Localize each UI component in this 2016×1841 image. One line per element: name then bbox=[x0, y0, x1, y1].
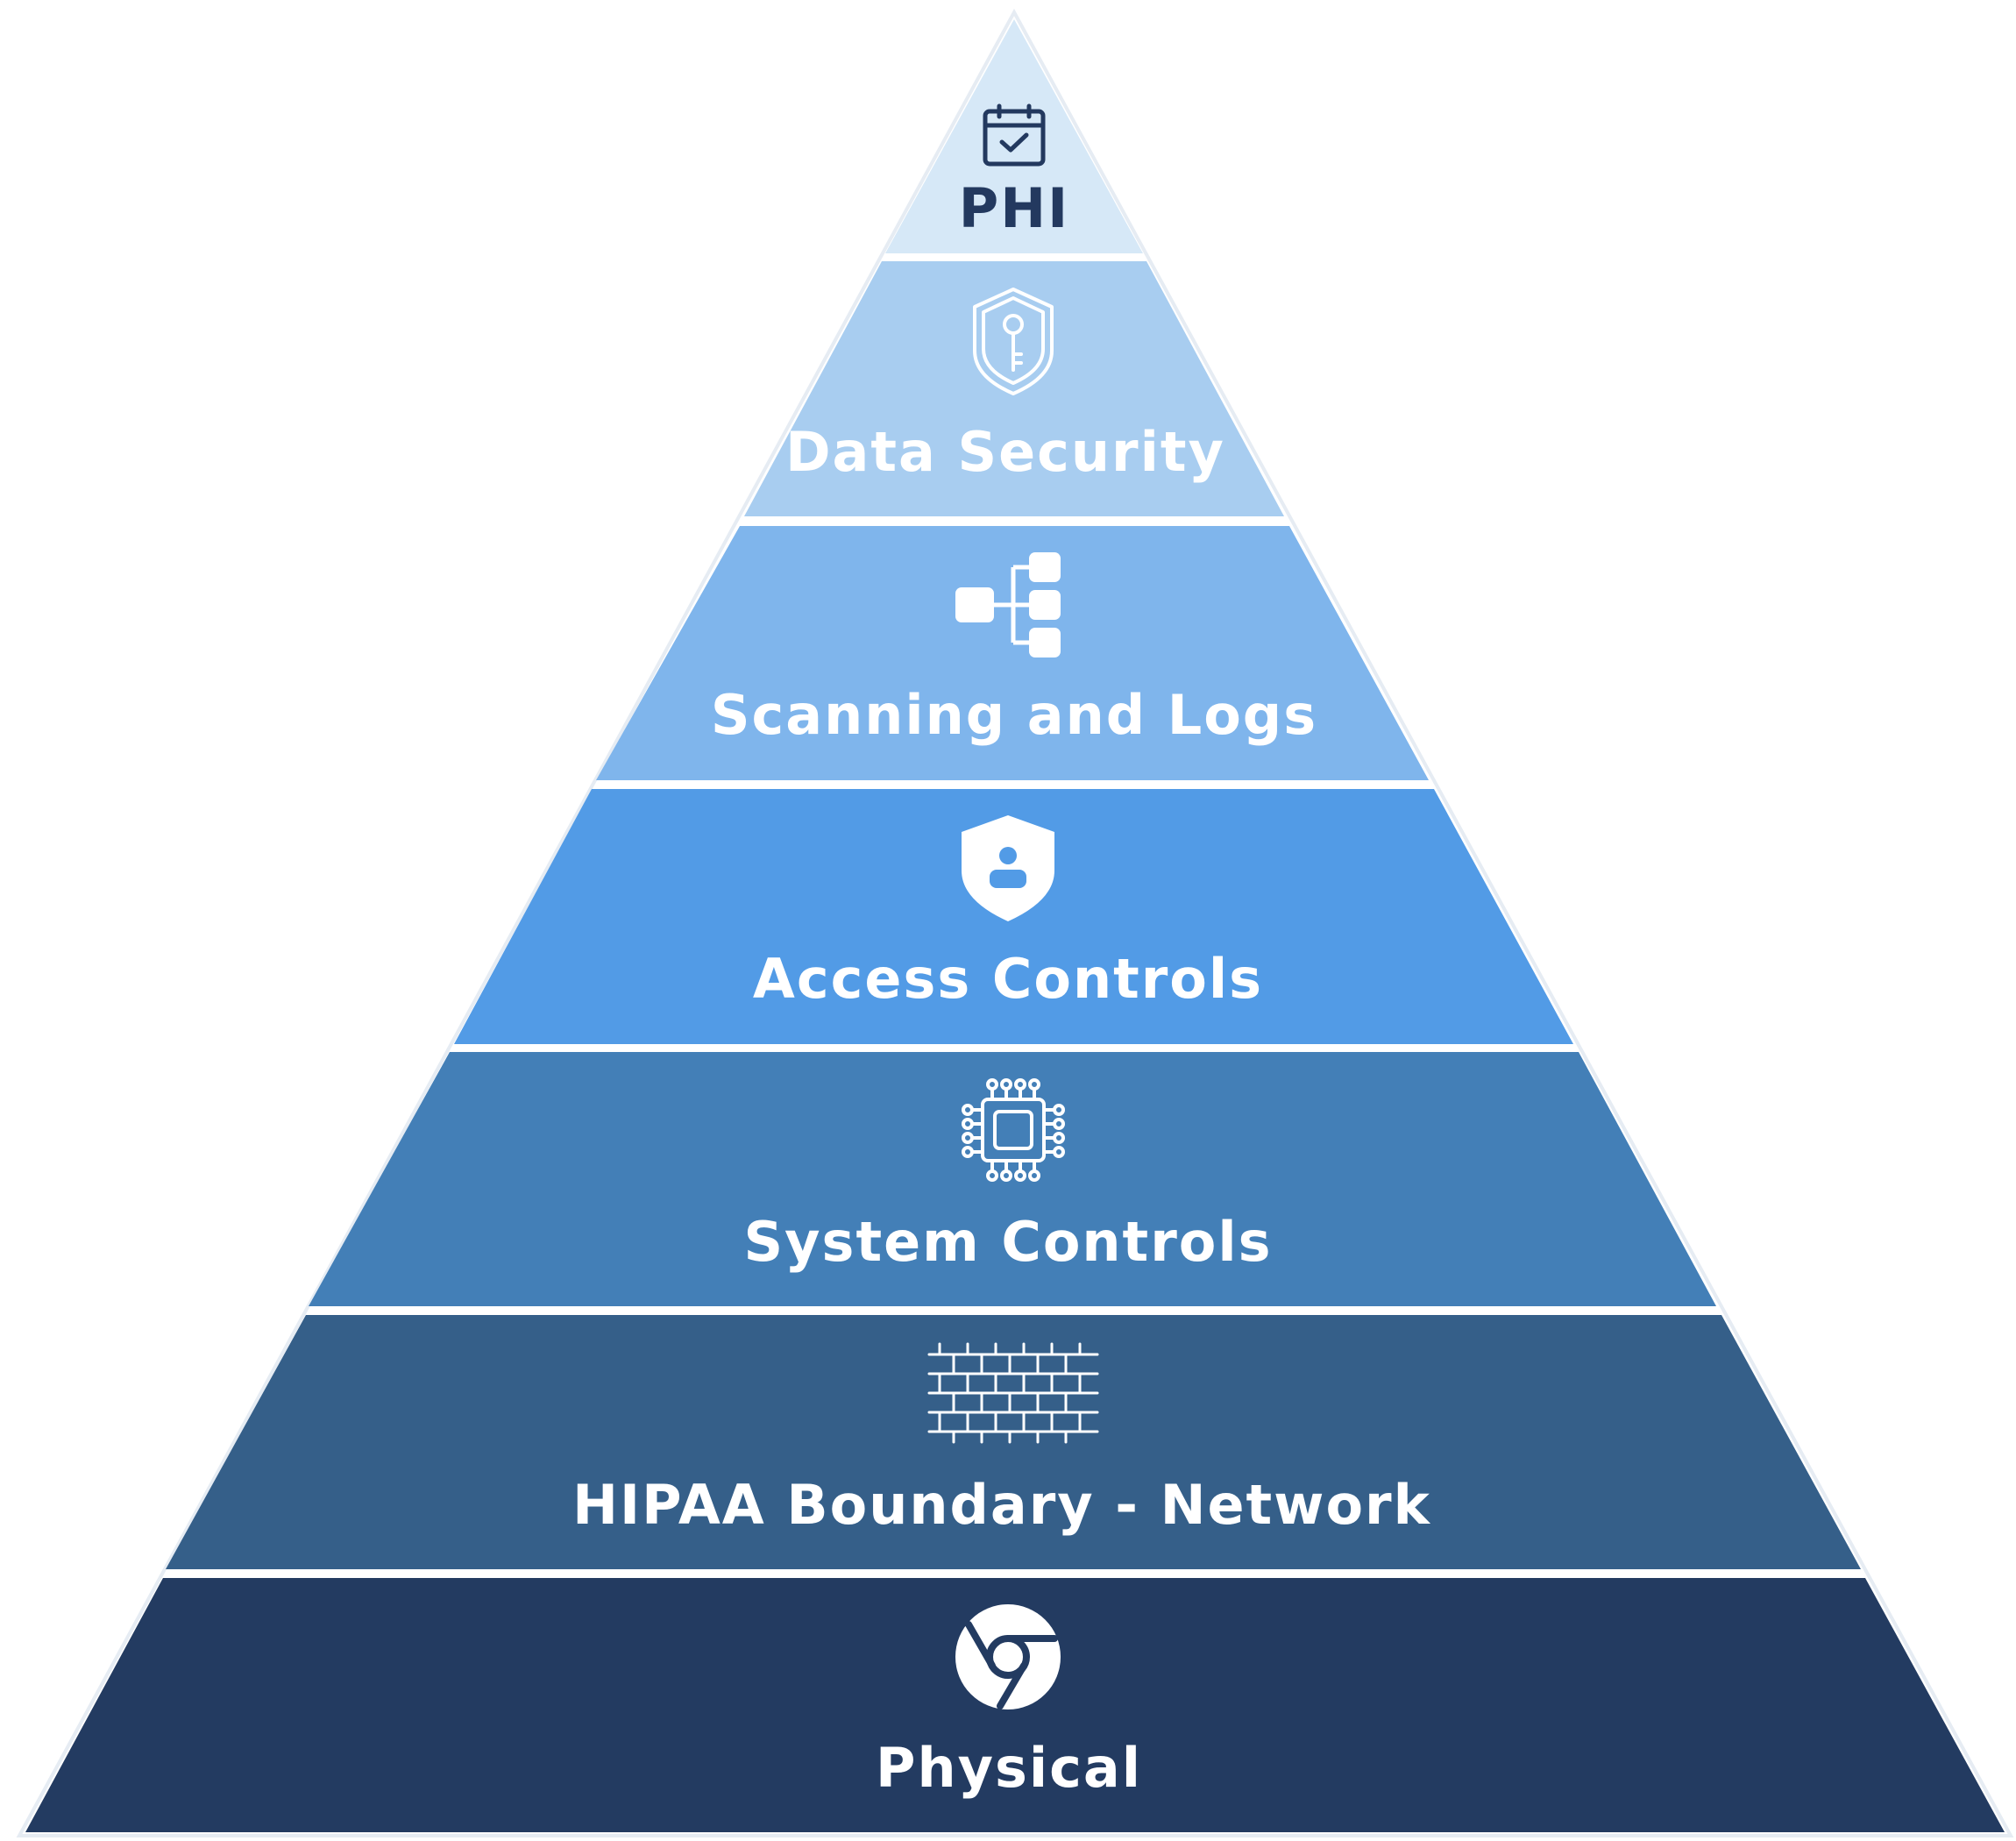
calendar-check-icon bbox=[983, 103, 1046, 167]
layer-data-security-label: Data Security bbox=[785, 420, 1225, 484]
shield-key-icon bbox=[973, 288, 1054, 395]
layer-physical-label: Physical bbox=[876, 1736, 1142, 1800]
layer-scanning-logs-band bbox=[596, 526, 1429, 780]
layer-scanning-logs-label: Scanning and Logs bbox=[711, 683, 1317, 747]
layer-data-security-band bbox=[744, 261, 1284, 516]
layer-scanning-logs: Scanning and Logs bbox=[596, 526, 1429, 780]
layer-system-controls-label: System Controls bbox=[743, 1210, 1272, 1274]
layer-hipaa-boundary-network-label: HIPAA Boundary - Network bbox=[572, 1473, 1431, 1537]
layer-system-controls: System Controls bbox=[309, 1052, 1716, 1306]
layer-system-controls-band bbox=[309, 1052, 1716, 1306]
layer-phi-label: PHI bbox=[959, 176, 1069, 240]
hierarchy-icon bbox=[955, 552, 1061, 658]
layer-data-security: Data Security bbox=[744, 261, 1284, 516]
layer-phi-band bbox=[885, 19, 1143, 253]
layer-hipaa-boundary-network: HIPAA Boundary - Network bbox=[166, 1315, 1861, 1569]
layer-physical: Physical bbox=[25, 1578, 2005, 1832]
layer-access-controls-label: Access Controls bbox=[753, 947, 1263, 1011]
layer-hipaa-boundary-network-band bbox=[166, 1315, 1861, 1569]
brick-wall-icon bbox=[927, 1342, 1099, 1444]
pyramid-outline bbox=[16, 8, 2014, 1837]
layer-access-controls: Access Controls bbox=[454, 789, 1573, 1044]
layer-phi: PHI bbox=[885, 19, 1143, 253]
shield-user-icon bbox=[962, 815, 1054, 921]
chrome-icon bbox=[955, 1604, 1061, 1710]
cpu-chip-icon bbox=[962, 1078, 1065, 1182]
